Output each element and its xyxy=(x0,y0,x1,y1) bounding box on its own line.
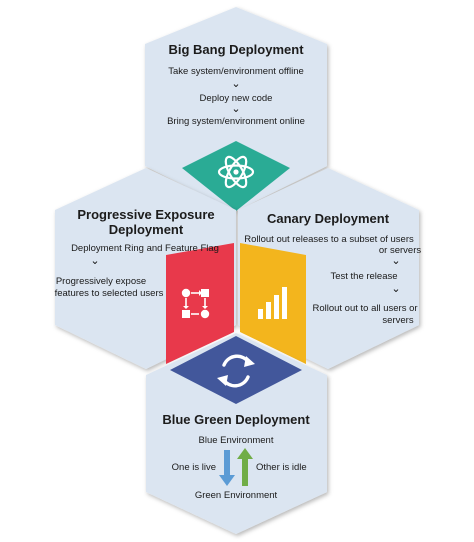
chevron-down-icon: ⌄ xyxy=(231,78,241,90)
canary-step-3-line-2: servers xyxy=(382,315,414,326)
progressive-title-line-1: Progressive Exposure xyxy=(77,207,215,222)
canary-step-1-line-2: or servers xyxy=(378,245,422,256)
green-up-arrow-icon xyxy=(237,448,253,486)
progressive-step-1: Deployment Ring and Feature Flag xyxy=(71,243,219,254)
progressive-icon-band xyxy=(166,243,234,364)
progressive-step-2-line-1: Progressively expose xyxy=(55,276,147,287)
big-bang-step-1: Take system/environment offline xyxy=(168,66,304,77)
chevron-down-icon: ⌄ xyxy=(391,255,401,267)
other-is-idle-label: Other is idle xyxy=(256,462,307,473)
chevron-down-icon: ⌄ xyxy=(231,103,241,115)
workflow-icon xyxy=(181,288,210,319)
big-bang-icon-band xyxy=(182,141,290,211)
blue-green-hexagon xyxy=(146,333,327,534)
big-bang-step-3: Bring system/environment online xyxy=(167,116,305,127)
bar-chart-icon xyxy=(258,287,287,319)
big-bang-step-2: Deploy new code xyxy=(199,93,273,104)
canary-step-3-line-1: Rollout out to all users or xyxy=(312,303,418,314)
chevron-down-icon: ⌄ xyxy=(391,283,401,295)
blue-down-arrow-icon xyxy=(219,450,235,486)
chevron-down-icon: ⌄ xyxy=(90,255,100,267)
big-bang-title: Big Bang Deployment xyxy=(168,42,304,57)
canary-title: Canary Deployment xyxy=(266,211,390,226)
one-is-live-label: One is live xyxy=(171,462,216,473)
canary-step-2: Test the release xyxy=(330,271,398,282)
progressive-title-line-2: Deployment xyxy=(108,222,184,237)
blue-green-title: Blue Green Deployment xyxy=(162,412,310,427)
blue-green-icon-band xyxy=(170,336,302,404)
blue-environment-label: Blue Environment xyxy=(198,435,274,446)
canary-icon-band xyxy=(240,243,306,364)
atom-icon xyxy=(217,155,255,189)
refresh-icon xyxy=(217,354,255,388)
progressive-step-2-line-2: features to selected users xyxy=(54,288,164,299)
big-bang-hexagon xyxy=(145,7,327,211)
green-environment-label: Green Environment xyxy=(194,490,278,501)
canary-step-1-line-1: Rollout out releases to a subset of user… xyxy=(244,234,414,245)
